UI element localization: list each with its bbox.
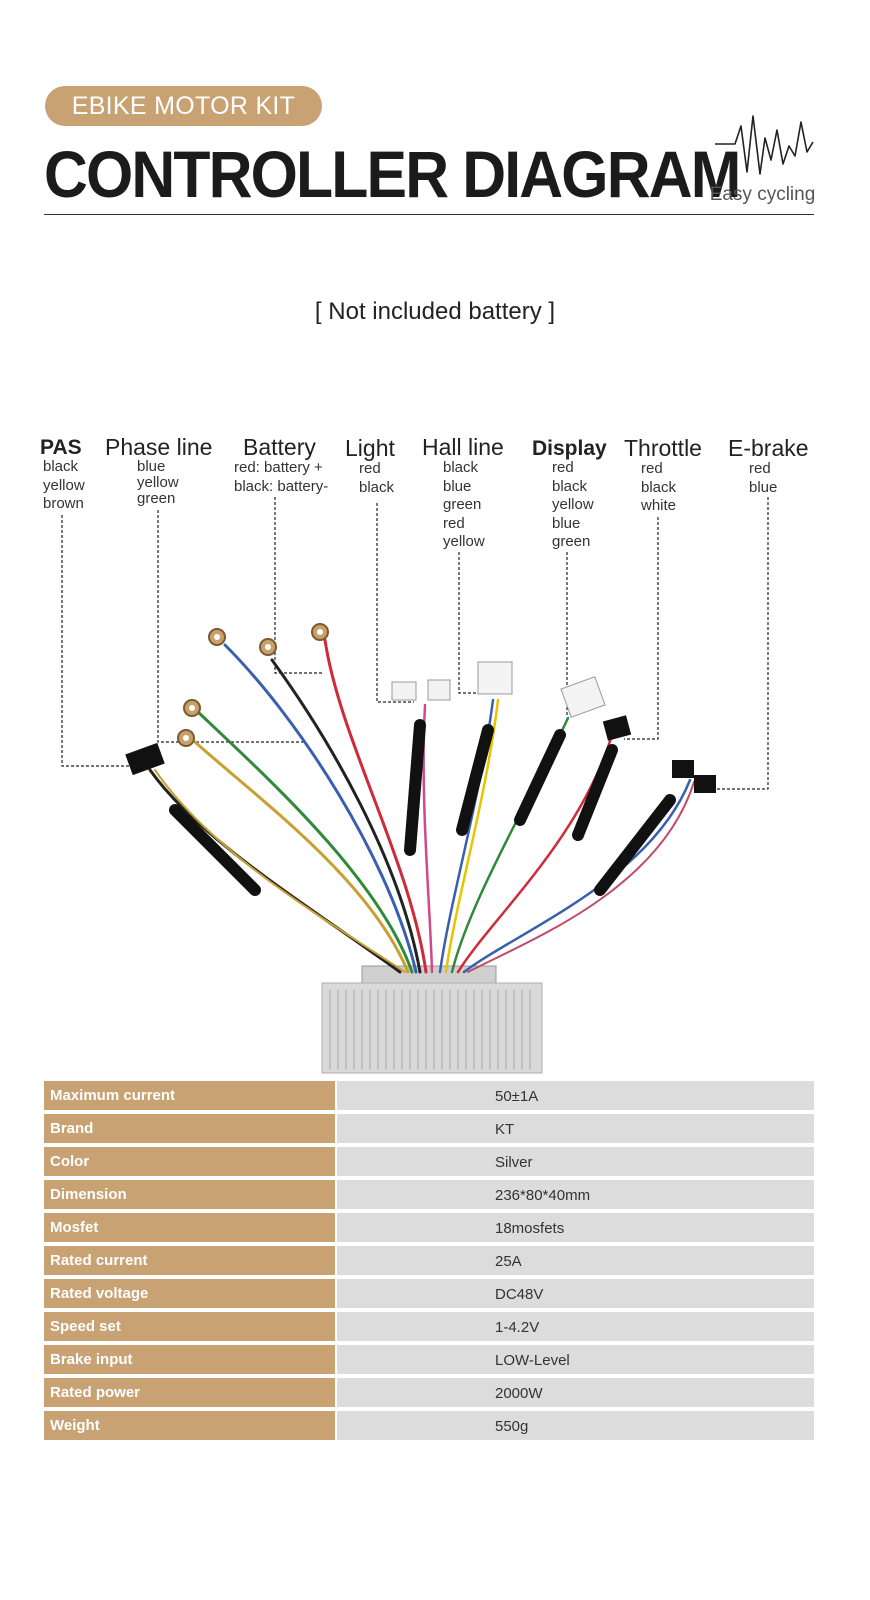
table-row: Maximum current 50±1A	[44, 1081, 814, 1110]
hall-line-wires: black blue green red yellow	[443, 459, 485, 552]
spec-value: DC48V	[337, 1279, 814, 1308]
cables	[148, 638, 695, 974]
spec-key: Mosfet	[44, 1213, 335, 1242]
light-wire-1: red	[359, 460, 381, 477]
display-wire-2: black	[552, 477, 588, 495]
e-brake-wires: red blue	[749, 460, 777, 497]
phase-wire-2: yellow	[137, 474, 179, 491]
pas-wires: black yellow brown	[43, 458, 85, 514]
display-wire-3: yellow	[552, 496, 594, 513]
table-row: Rated voltage DC48V	[44, 1279, 814, 1308]
phase-line-label: Phase line	[105, 434, 213, 460]
display-label: Display	[532, 437, 607, 460]
table-row: Color Silver	[44, 1147, 814, 1176]
battery-wire-1: red: battery +	[234, 459, 323, 476]
spec-key: Weight	[44, 1411, 335, 1440]
spec-value: 50±1A	[337, 1081, 814, 1110]
table-row: Speed set 1-4.2V	[44, 1312, 814, 1341]
throttle-wire-3: white	[641, 497, 677, 514]
table-row: Mosfet 18mosfets	[44, 1213, 814, 1242]
spec-key: Speed set	[44, 1312, 335, 1341]
pas-label: PAS	[40, 436, 82, 459]
plug-connectors	[125, 661, 716, 793]
specs-table: Maximum current 50±1A Brand KT Color Sil…	[44, 1081, 814, 1444]
header-badge: EBIKE MOTOR KIT	[45, 86, 322, 126]
spec-value: 25A	[337, 1246, 814, 1275]
light-wires: red black	[359, 460, 394, 497]
throttle-label: Throttle	[624, 435, 702, 461]
hall-wire-5: yellow	[443, 533, 485, 550]
table-row: Rated power 2000W	[44, 1378, 814, 1407]
spec-value: LOW-Level	[337, 1345, 814, 1374]
e-brake-wire-2: blue	[749, 478, 778, 496]
battery-wires: red: battery + black: battery-	[234, 459, 328, 496]
spec-key: Brake input	[44, 1345, 335, 1374]
battery-note: [ Not included battery ]	[314, 298, 556, 325]
ring-terminals	[177, 623, 329, 747]
throttle-wires: red black white	[641, 460, 676, 516]
display-wires: red black yellow blue green	[552, 459, 594, 552]
spec-key: Rated current	[44, 1246, 335, 1275]
phase-line-wires: blue yellow green	[137, 459, 179, 507]
spec-value: 2000W	[337, 1378, 814, 1407]
battery-label: Battery	[243, 434, 316, 460]
spec-key: Color	[44, 1147, 335, 1176]
spec-value: 236*80*40mm	[337, 1180, 814, 1209]
display-wire-4: blue	[552, 514, 581, 532]
table-row: Weight 550g	[44, 1411, 814, 1440]
hall-wire-2: blue	[443, 477, 472, 495]
spec-key: Rated voltage	[44, 1279, 335, 1308]
pas-wire-1: black	[43, 458, 79, 475]
header-divider	[44, 214, 814, 215]
spec-key: Rated power	[44, 1378, 335, 1407]
spec-value: Silver	[337, 1147, 814, 1176]
pas-wire-3: brown	[43, 495, 84, 512]
hall-line-label: Hall line	[422, 434, 504, 460]
brand-logo: Easy cycling	[705, 112, 820, 207]
battery-wire-2: black: battery-	[234, 477, 329, 495]
throttle-wire-2: black	[641, 478, 677, 496]
phase-wire-1: blue	[137, 458, 166, 475]
pas-wire-2: yellow	[43, 476, 85, 494]
throttle-wire-1: red	[641, 460, 663, 477]
hall-wire-3: green	[443, 496, 482, 513]
leader-lines	[61, 497, 769, 790]
spec-key: Dimension	[44, 1180, 335, 1209]
spec-value: 18mosfets	[337, 1213, 814, 1242]
table-row: Brand KT	[44, 1114, 814, 1143]
controller-illustration	[61, 497, 769, 1074]
light-label: Light	[345, 435, 395, 461]
light-wire-2: black	[359, 478, 395, 496]
e-brake-wire-1: red	[749, 460, 771, 477]
display-wire-5: green	[552, 533, 591, 550]
spec-value: 1-4.2V	[337, 1312, 814, 1341]
e-brake-label: E-brake	[728, 435, 809, 461]
spec-key: Maximum current	[44, 1081, 335, 1110]
table-row: Rated current 25A	[44, 1246, 814, 1275]
table-row: Dimension 236*80*40mm	[44, 1180, 814, 1209]
hall-wire-4: red	[443, 514, 465, 532]
page-title: CONTROLLER DIAGRAM	[44, 137, 741, 211]
cable-sleeves	[169, 719, 676, 896]
phase-wire-3: green	[137, 490, 176, 507]
brand-name: Easy cycling	[709, 184, 816, 205]
hall-wire-1: black	[443, 459, 479, 476]
table-row: Brake input LOW-Level	[44, 1345, 814, 1374]
spec-value: KT	[337, 1114, 814, 1143]
spec-key: Brand	[44, 1114, 335, 1143]
spec-value: 550g	[337, 1411, 814, 1440]
controller-box	[321, 965, 543, 1074]
display-wire-1: red	[552, 459, 574, 476]
heartbeat-icon	[715, 115, 814, 175]
